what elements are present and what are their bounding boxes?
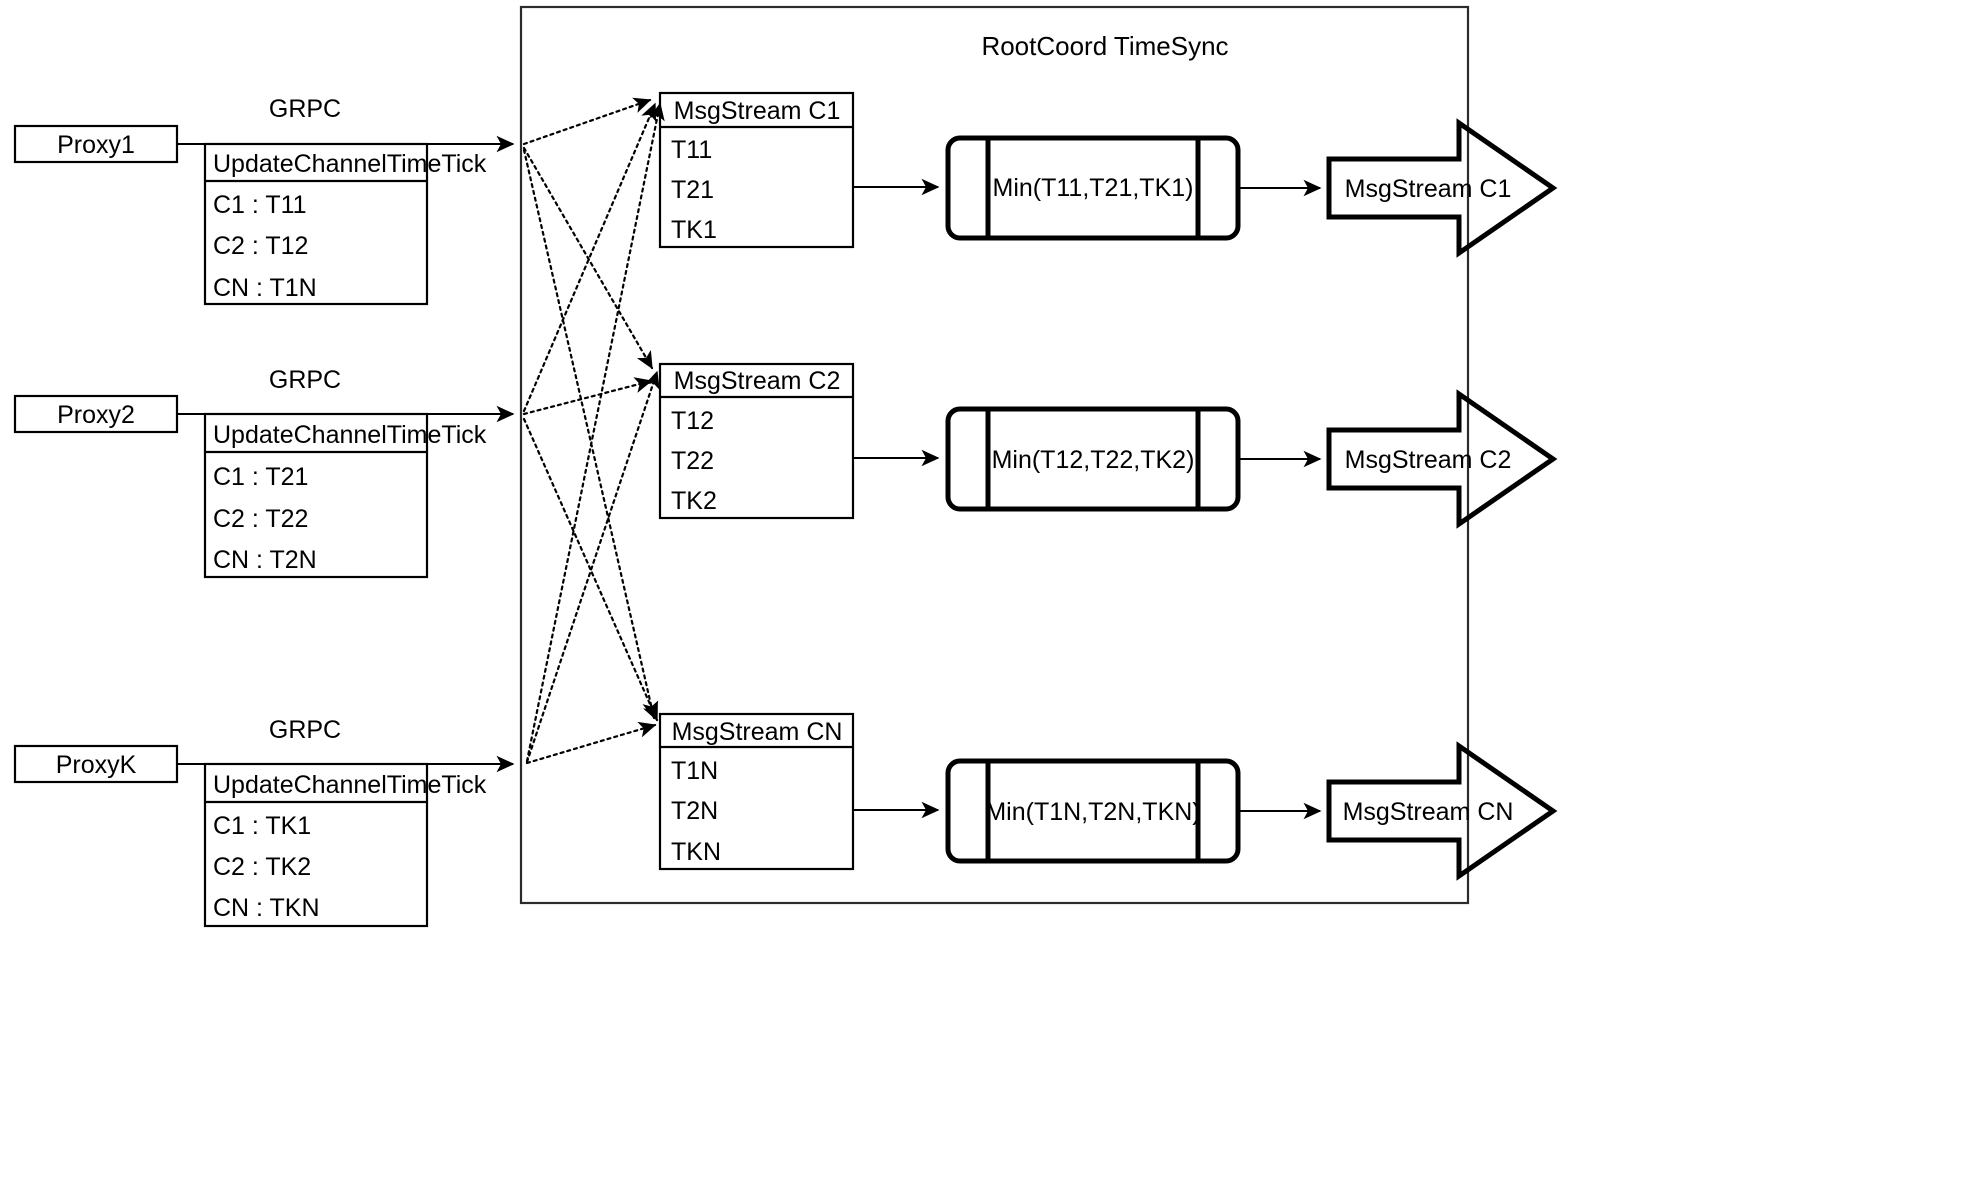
dotted-link-p2-c1 xyxy=(522,102,657,413)
output-label-2: MsgStream C2 xyxy=(1345,446,1512,474)
msgstream-row-2-1: T22 xyxy=(671,447,714,475)
update-timetick-row-1-1: C2 : T12 xyxy=(213,232,308,260)
dotted-link-pk-cn xyxy=(525,721,657,765)
min-process-label-3: Min(T1N,T2N,TKN) xyxy=(985,798,1200,826)
proxy-label-3: ProxyK xyxy=(56,751,137,779)
dotted-link-p1-cn xyxy=(522,148,659,720)
msgstream-row-1-1: T21 xyxy=(671,176,714,204)
update-timetick-row-3-0: C1 : TK1 xyxy=(213,812,311,840)
output-arrow-1 xyxy=(1326,118,1558,258)
msgstream-row-2-0: T12 xyxy=(671,407,714,435)
update-timetick-header-2: UpdateChannelTimeTick xyxy=(213,421,487,449)
msgstream-row-1-0: T11 xyxy=(671,136,712,164)
update-timetick-box-3 xyxy=(203,762,429,928)
msgstream-box-2 xyxy=(658,362,855,520)
msgstream-header-3: MsgStream CN xyxy=(672,718,843,746)
dotted-link-pk-c1 xyxy=(525,102,665,763)
msgstream-box-3 xyxy=(658,712,855,871)
min-process-label-1: Min(T11,T21,TK1) xyxy=(993,174,1194,202)
proxy-box-1[interactable] xyxy=(13,124,179,164)
update-timetick-row-1-0: C1 : T11 xyxy=(213,191,307,219)
proxy-box-2[interactable] xyxy=(13,394,179,434)
update-timetick-header-1: UpdateChannelTimeTick xyxy=(213,150,487,178)
min-process-label-2: Min(T12,T22,TK2) xyxy=(992,446,1195,474)
grpc-label-2: GRPC xyxy=(269,366,341,394)
dotted-link-pk-c2 xyxy=(525,370,660,764)
msgstream-box-1 xyxy=(658,91,855,249)
update-timetick-box-2 xyxy=(203,412,429,579)
grpc-label-1: GRPC xyxy=(269,95,341,123)
msgstream-header-2: MsgStream C2 xyxy=(674,367,841,395)
msgstream-header-1: MsgStream C1 xyxy=(674,97,841,125)
output-arrow-2 xyxy=(1326,389,1558,529)
update-timetick-row-3-2: CN : TKN xyxy=(213,894,320,922)
output-label-3: MsgStream CN xyxy=(1343,798,1514,826)
dotted-link-p1-c2 xyxy=(522,146,654,370)
update-timetick-box-1 xyxy=(203,142,429,306)
update-timetick-row-3-1: C2 : TK2 xyxy=(213,853,311,881)
grpc-label-3: GRPC xyxy=(269,716,341,744)
dotted-link-p1-c1 xyxy=(522,97,652,146)
output-label-1: MsgStream C1 xyxy=(1345,175,1512,203)
output-arrow-3 xyxy=(1326,741,1558,881)
proxy-box-3[interactable] xyxy=(13,744,179,784)
msgstream-row-3-0: T1N xyxy=(671,757,718,785)
update-timetick-row-1-2: CN : T1N xyxy=(213,274,317,302)
container-title: RootCoord TimeSync xyxy=(981,31,1228,61)
update-timetick-row-2-0: C1 : T21 xyxy=(213,463,308,491)
proxy-label-2: Proxy2 xyxy=(57,401,135,429)
msgstream-row-3-1: T2N xyxy=(671,797,718,825)
dotted-link-p2-c2 xyxy=(522,377,653,416)
update-timetick-row-2-1: C2 : T22 xyxy=(213,505,308,533)
msgstream-row-2-2: TK2 xyxy=(671,487,717,515)
proxy-label-1: Proxy1 xyxy=(57,131,135,159)
msgstream-row-3-2: TKN xyxy=(671,838,721,866)
msgstream-row-1-2: TK1 xyxy=(671,216,717,244)
update-timetick-header-3: UpdateChannelTimeTick xyxy=(213,771,487,799)
update-timetick-row-2-2: CN : T2N xyxy=(213,546,317,574)
